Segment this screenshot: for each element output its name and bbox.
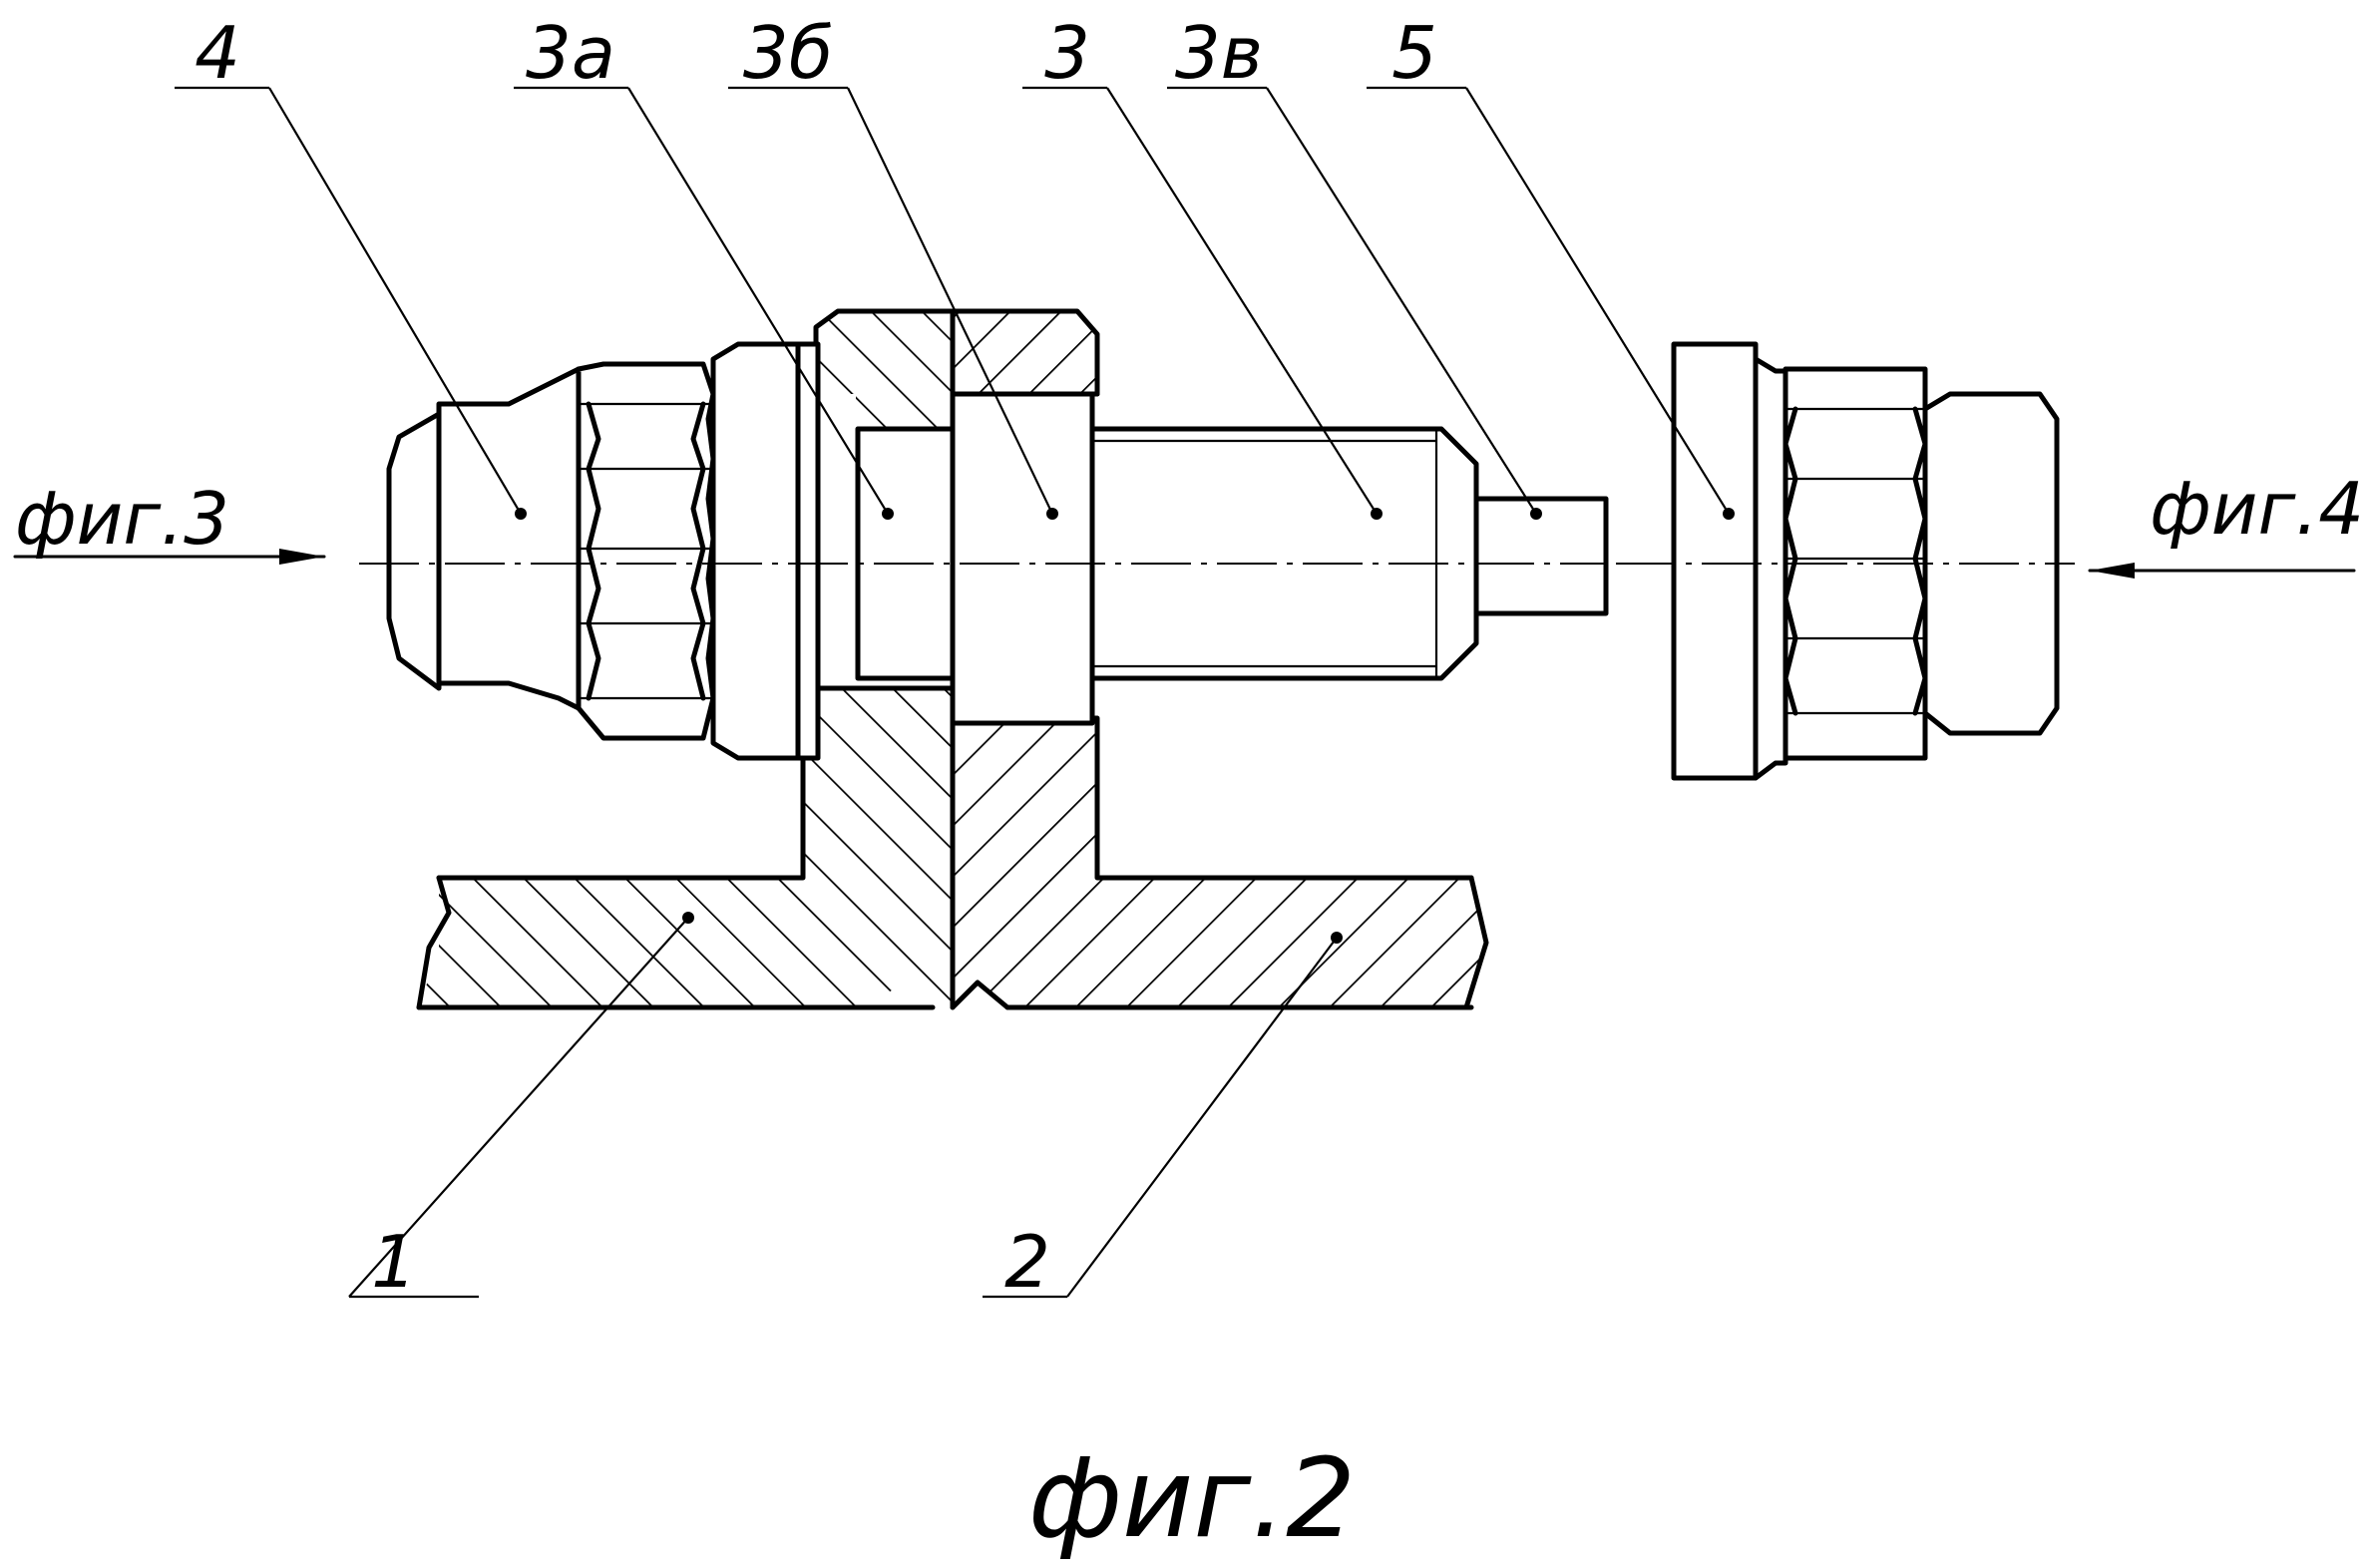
figure-caption: фиг.2 [1028,1434,1356,1562]
leader-dots [515,508,1735,944]
label-1: 1 [371,1220,417,1304]
upper-nut-section [813,308,1100,442]
label-4: 4 [195,11,240,95]
bolt-3 [855,391,1609,726]
nut-4 [386,341,821,761]
label-3v: 3в [1175,11,1263,95]
axis-centerline [13,549,2356,579]
view-label-right: фиг.4 [2150,467,2364,551]
part-1-plate [416,685,956,1010]
label-3: 3 [1044,11,1090,95]
label-3b: 3б [743,11,833,95]
label-3a: 3а [526,11,615,95]
label-5: 5 [1391,11,1437,95]
leader-lines [15,86,1730,1299]
nut-5 [1671,341,2060,781]
label-2: 2 [1004,1220,1050,1304]
view-label-left: фиг.3 [15,477,229,561]
